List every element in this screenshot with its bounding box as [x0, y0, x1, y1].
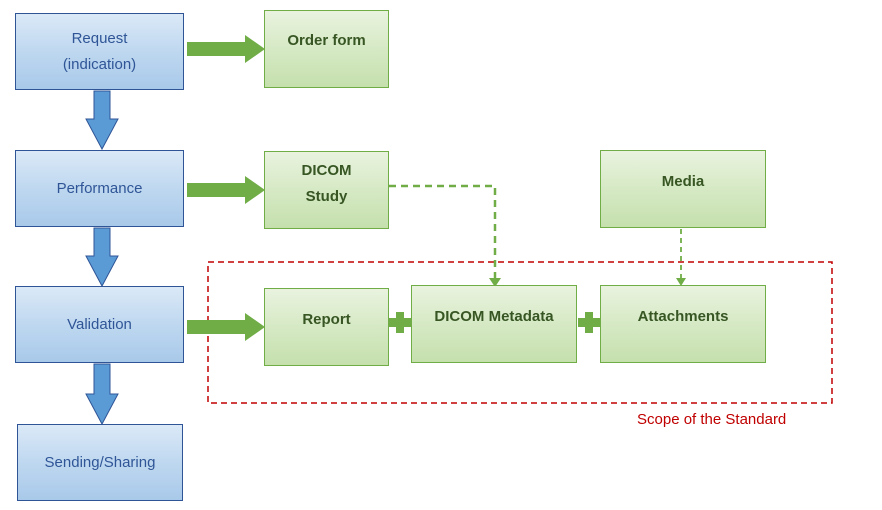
- process-step-request-label: Request (indication): [62, 29, 137, 73]
- artifact-order-form-label: Order form: [287, 32, 366, 49]
- process-step-performance: Performance: [15, 150, 184, 227]
- artifact-attachments-label: Attachments: [637, 308, 729, 325]
- artifact-order-form: Order form: [264, 10, 389, 88]
- artifact-attachments: Attachments: [600, 285, 766, 363]
- right-arrow-request-orderform: [187, 35, 265, 63]
- down-arrow-performance-validation: [85, 227, 119, 288]
- scope-label: Scope of the Standard: [637, 411, 787, 428]
- process-step-request: Request (indication): [15, 13, 184, 90]
- plus-connector-metadata-attachments: [578, 312, 601, 333]
- process-step-performance-label: Performance: [56, 179, 143, 197]
- dashed-connector-study-metadata: [389, 184, 497, 278]
- scope-boundary: [207, 261, 833, 404]
- artifact-media-label: Media: [661, 173, 705, 190]
- artifact-dicom-metadata: DICOM Metadata: [411, 285, 577, 363]
- plus-connector-report-metadata: [389, 312, 412, 333]
- artifact-dicom-study: DICOM Study: [264, 151, 389, 229]
- process-step-sending: Sending/Sharing: [17, 424, 183, 501]
- artifact-media: Media: [600, 150, 766, 228]
- right-arrow-validation-report: [187, 313, 265, 341]
- process-step-validation: Validation: [15, 286, 184, 363]
- down-arrow-validation-sending: [85, 363, 119, 426]
- artifact-report: Report: [264, 288, 389, 366]
- process-step-sending-label: Sending/Sharing: [44, 453, 156, 471]
- artifact-dicom-study-label: DICOM Study: [301, 162, 352, 205]
- process-step-validation-label: Validation: [67, 315, 132, 333]
- dashed-connector-media-attachments-head: [676, 278, 686, 286]
- artifact-dicom-metadata-label: DICOM Metadata: [434, 308, 554, 325]
- dashed-connector-study-metadata-head: [489, 278, 501, 287]
- right-arrow-performance-dicomstudy: [187, 176, 265, 204]
- artifact-report-label: Report: [302, 311, 351, 328]
- down-arrow-request-performance: [85, 90, 119, 151]
